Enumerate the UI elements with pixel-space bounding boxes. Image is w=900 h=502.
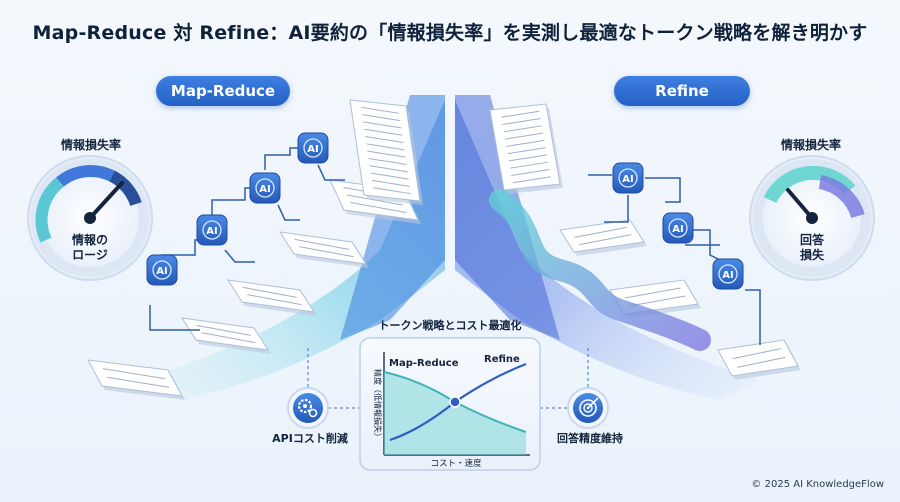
source-doc-left xyxy=(349,99,423,205)
map-reduce-ai-icon-2: AI xyxy=(196,214,228,246)
map-reduce-ai-icon-1: AI xyxy=(146,254,178,286)
refine-ai-icon-1: AI xyxy=(612,162,644,194)
summary-doc-1 xyxy=(87,359,185,400)
api-cost-label: APIコスト削減 xyxy=(272,431,348,445)
copyright-footer: © 2025 AI KnowledgeFlow xyxy=(751,479,884,490)
ai-badge-text: AI xyxy=(259,184,270,195)
chart-ylabel: 精度（低情報損失） xyxy=(373,369,383,441)
refine-ai-icon-3: AI xyxy=(712,258,744,290)
map-reduce-ai-icon-3: AI xyxy=(249,172,281,204)
right-gauge-needle xyxy=(786,188,814,220)
left-gauge-title: 情報損失率 xyxy=(60,138,121,152)
chart-series-mapreduce: Map-Reduce xyxy=(389,358,459,369)
chart-series-refine: Refine xyxy=(484,354,520,365)
accuracy-target-icon xyxy=(567,387,609,429)
ai-badge-text: AI xyxy=(156,266,167,277)
refine-ribbon xyxy=(489,189,711,351)
chunk-doc-3 xyxy=(278,231,369,268)
ai-badge-text: AI xyxy=(672,224,683,235)
chart-title: トークン戦略とコスト最適化 xyxy=(379,318,522,332)
left-gauge-needle xyxy=(88,181,124,220)
api-cost-gear-icon xyxy=(287,387,329,429)
left-gauge-text-2: ロージ xyxy=(72,248,108,262)
right-gauge-title: 情報損失率 xyxy=(780,138,841,152)
right-loss-gauge: 回答 損失 xyxy=(749,155,875,281)
chart-xlabel: コスト・速度 xyxy=(430,458,482,469)
ai-badge-text: AI xyxy=(622,174,633,185)
ai-badge-text: AI xyxy=(206,226,217,237)
left-loss-gauge: 情報の ロージ xyxy=(27,155,153,281)
ai-badge-text: AI xyxy=(722,270,733,281)
ai-badge-text: AI xyxy=(307,144,318,155)
right-gauge-text-1: 回答 xyxy=(800,232,825,247)
refine-documents xyxy=(489,103,801,380)
map-reduce-badge: Map-Reduce xyxy=(156,76,290,106)
refine-doc-1 xyxy=(559,219,647,256)
refine-badge: Refine xyxy=(614,76,750,106)
accuracy-label: 回答精度維持 xyxy=(557,431,623,445)
left-gauge-text-1: 情報の xyxy=(72,232,108,247)
refine-connectors xyxy=(588,174,761,345)
chunk-doc-2 xyxy=(226,279,317,316)
right-gauge-text-2: 損失 xyxy=(800,247,825,262)
map-reduce-ai-icon-4: AI xyxy=(297,132,329,164)
refine-summary-doc xyxy=(717,339,801,380)
map-reduce-documents xyxy=(87,99,423,400)
tradeoff-chart: Map-Reduce Refine コスト・速度 精度（低情報損失） xyxy=(359,337,541,471)
page-title: Map-Reduce 対 Refine：AI要約の「情報損失率」を実測し最適なト… xyxy=(32,22,868,44)
chunk-doc-1 xyxy=(180,317,271,354)
refine-ai-icon-2: AI xyxy=(662,212,694,244)
crossover-point xyxy=(449,396,461,408)
source-doc-right xyxy=(489,103,563,194)
map-reduce-area xyxy=(384,372,526,455)
